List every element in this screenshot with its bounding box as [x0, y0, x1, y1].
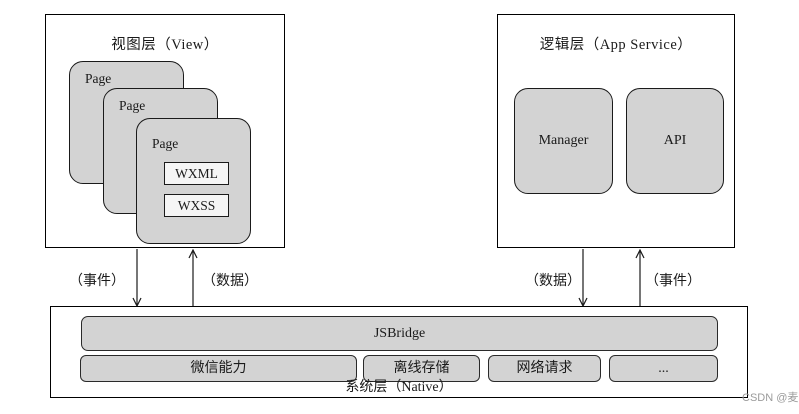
view-event-label: （事件） [69, 274, 125, 289]
capability-box-offline-storage: 离线存储 [363, 355, 480, 382]
view-layer-title: 视图层（View） [111, 37, 219, 53]
manager-module-box: Manager [514, 88, 613, 194]
page-label: Page [152, 136, 179, 151]
native-layer-title: 系统层（Native） [345, 380, 453, 395]
view-event-down-arrow [132, 249, 142, 307]
csdn-watermark: CSDN @麦 [742, 392, 799, 404]
app-service-layer-title: 逻辑层（App Service） [539, 37, 693, 53]
capability-box-more: ... [609, 355, 718, 382]
capability-box-network-request: 网络请求 [488, 355, 601, 382]
app-service-layer-box: 逻辑层（App Service） Manager API [497, 14, 735, 248]
wxml-box: WXML [164, 162, 229, 185]
view-data-label: （数据） [202, 274, 258, 289]
page-label: Page [85, 71, 112, 86]
page-card-front: Page WXML WXSS [136, 118, 251, 244]
jsbridge-bar: JSBridge [81, 316, 718, 351]
service-event-label: （事件） [645, 274, 701, 289]
wxss-box: WXSS [164, 194, 229, 217]
page-label: Page [119, 98, 146, 113]
capability-box-wechat: 微信能力 [80, 355, 357, 382]
view-data-up-arrow [188, 249, 198, 307]
native-layer-box: JSBridge 微信能力 离线存储 网络请求 ... 系统层（Native） [50, 306, 748, 398]
api-module-box: API [626, 88, 724, 194]
service-event-up-arrow [635, 249, 645, 307]
service-data-label: （数据） [525, 274, 581, 289]
view-layer-box: 视图层（View） Page Page Page WXML WXSS [45, 14, 285, 248]
